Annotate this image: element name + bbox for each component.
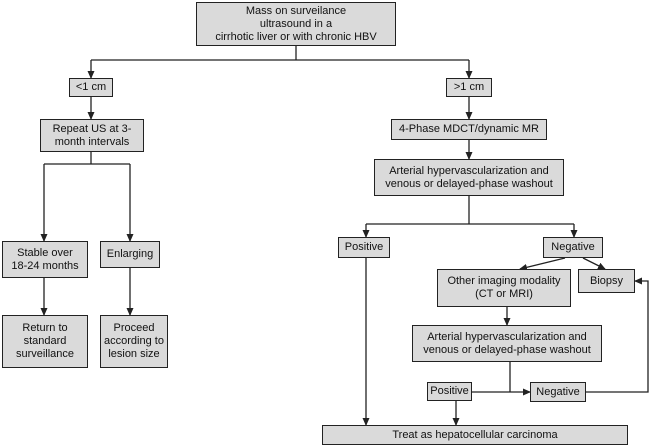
start-box: Mass on surveilance ultrasound in a cirr… bbox=[196, 2, 396, 46]
edge-negative1-biopsy bbox=[582, 257, 606, 270]
edge-negative2-biopsy bbox=[586, 277, 649, 393]
proceed-box: Proceed according to lesion size bbox=[100, 315, 168, 368]
negative-box-1: Negative bbox=[543, 237, 603, 258]
stable-box: Stable over 18-24 months bbox=[2, 241, 88, 278]
edge-negative1-other bbox=[519, 257, 566, 271]
negative-box-2: Negative bbox=[530, 382, 586, 402]
return-surveillance-box: Return to standard surveillance bbox=[2, 315, 88, 368]
arterial-washout-box-2: Arterial hypervascularization and venous… bbox=[412, 325, 602, 362]
mdct-box: 4-Phase MDCT/dynamic MR bbox=[391, 119, 547, 140]
arterial-washout-box-1: Arterial hypervascularization and venous… bbox=[374, 159, 564, 196]
gt1-box: >1 cm bbox=[446, 78, 492, 97]
biopsy-box: Biopsy bbox=[578, 269, 635, 293]
enlarging-box: Enlarging bbox=[100, 241, 160, 268]
positive-box-2: Positive bbox=[427, 382, 472, 401]
lt1-box: <1 cm bbox=[69, 78, 113, 97]
positive-box-1: Positive bbox=[338, 237, 390, 258]
repeat-us-box: Repeat US at 3- month intervals bbox=[40, 119, 144, 152]
treat-hcc-box: Treat as hepatocellular carcinoma bbox=[322, 425, 628, 445]
other-imaging-box: Other imaging modality (CT or MRI) bbox=[437, 269, 571, 307]
